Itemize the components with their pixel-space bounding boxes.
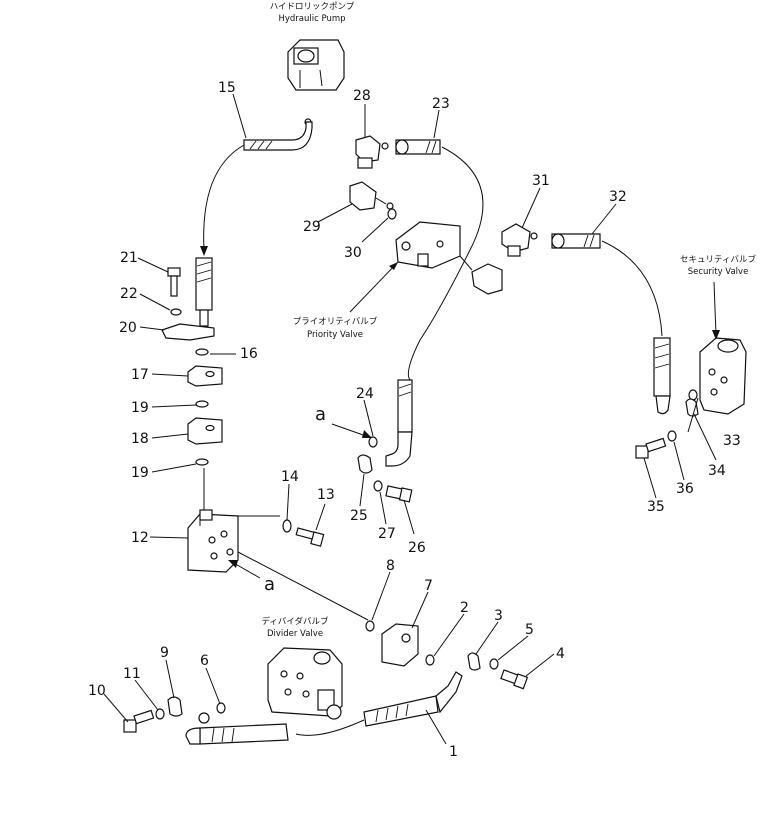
callout-21: 21 — [120, 250, 138, 266]
callout-18: 18 — [131, 431, 149, 447]
callout-28: 28 — [353, 88, 371, 104]
callout-7: 7 — [424, 578, 433, 594]
divider-valve-drawing — [123, 620, 529, 745]
callout-12: 12 — [131, 530, 149, 546]
callout-27: 27 — [378, 526, 396, 542]
callout-35: 35 — [647, 499, 665, 515]
callout-20: 20 — [119, 320, 137, 336]
hose-15 — [200, 121, 313, 256]
hydraulic-pump-caption-jp: ハイドロリックポンプ — [270, 2, 355, 12]
callout-10: 10 — [88, 683, 106, 699]
hose-23-end — [357, 379, 413, 503]
priority-valve-caption-en: Priority Valve — [307, 330, 363, 340]
priority-valve-drawing — [349, 135, 538, 381]
callout-1: 1 — [449, 744, 458, 760]
callout-4: 4 — [556, 646, 565, 662]
security-valve-drawing — [551, 233, 747, 459]
callout-19a: 19 — [131, 400, 149, 416]
divider-valve-caption-en: Divider Valve — [267, 629, 323, 639]
leader-lines — [103, 93, 717, 745]
view-marker-arrows — [228, 423, 372, 579]
callout-numbers: 1 2 3 4 5 6 7 8 9 10 11 12 13 14 15 16 1… — [88, 80, 741, 760]
hydraulic-pump-drawing — [287, 39, 345, 126]
callout-3: 3 — [494, 608, 503, 624]
callout-23: 23 — [432, 96, 450, 112]
callout-22: 22 — [120, 286, 138, 302]
callout-6: 6 — [200, 653, 209, 669]
callout-33: 33 — [723, 433, 741, 449]
view-marker-a-upper: a — [315, 404, 326, 425]
caption-arrows — [349, 261, 720, 340]
callout-19b: 19 — [131, 465, 149, 481]
callout-34: 34 — [708, 463, 726, 479]
callout-32: 32 — [609, 189, 627, 205]
callout-30: 30 — [344, 245, 362, 261]
callout-5: 5 — [525, 622, 534, 638]
callout-8: 8 — [386, 558, 395, 574]
callout-16: 16 — [240, 346, 258, 362]
callout-11: 11 — [123, 666, 141, 682]
priority-valve-caption-jp: プライオリティバルブ — [293, 316, 378, 327]
hydraulic-pump-caption-en: Hydraulic Pump — [278, 14, 345, 24]
callout-14: 14 — [281, 469, 299, 485]
callout-13: 13 — [317, 487, 335, 503]
callout-2: 2 — [460, 600, 469, 616]
callout-17: 17 — [131, 367, 149, 383]
security-valve-caption-en: Security Valve — [688, 267, 749, 277]
callout-15: 15 — [218, 80, 236, 96]
divider-valve-caption-jp: ディバイダバルブ — [261, 616, 329, 627]
callout-25: 25 — [350, 508, 368, 524]
view-marker-a-lower: a — [264, 574, 275, 595]
callout-31: 31 — [532, 173, 550, 189]
callout-9: 9 — [160, 645, 169, 661]
callout-29: 29 — [303, 219, 321, 235]
callout-24: 24 — [356, 386, 374, 402]
security-valve-caption-jp: セキュリティバルブ — [680, 254, 756, 265]
callout-36: 36 — [676, 481, 694, 497]
left-stack-drawing — [161, 257, 369, 621]
callout-26: 26 — [408, 540, 426, 556]
